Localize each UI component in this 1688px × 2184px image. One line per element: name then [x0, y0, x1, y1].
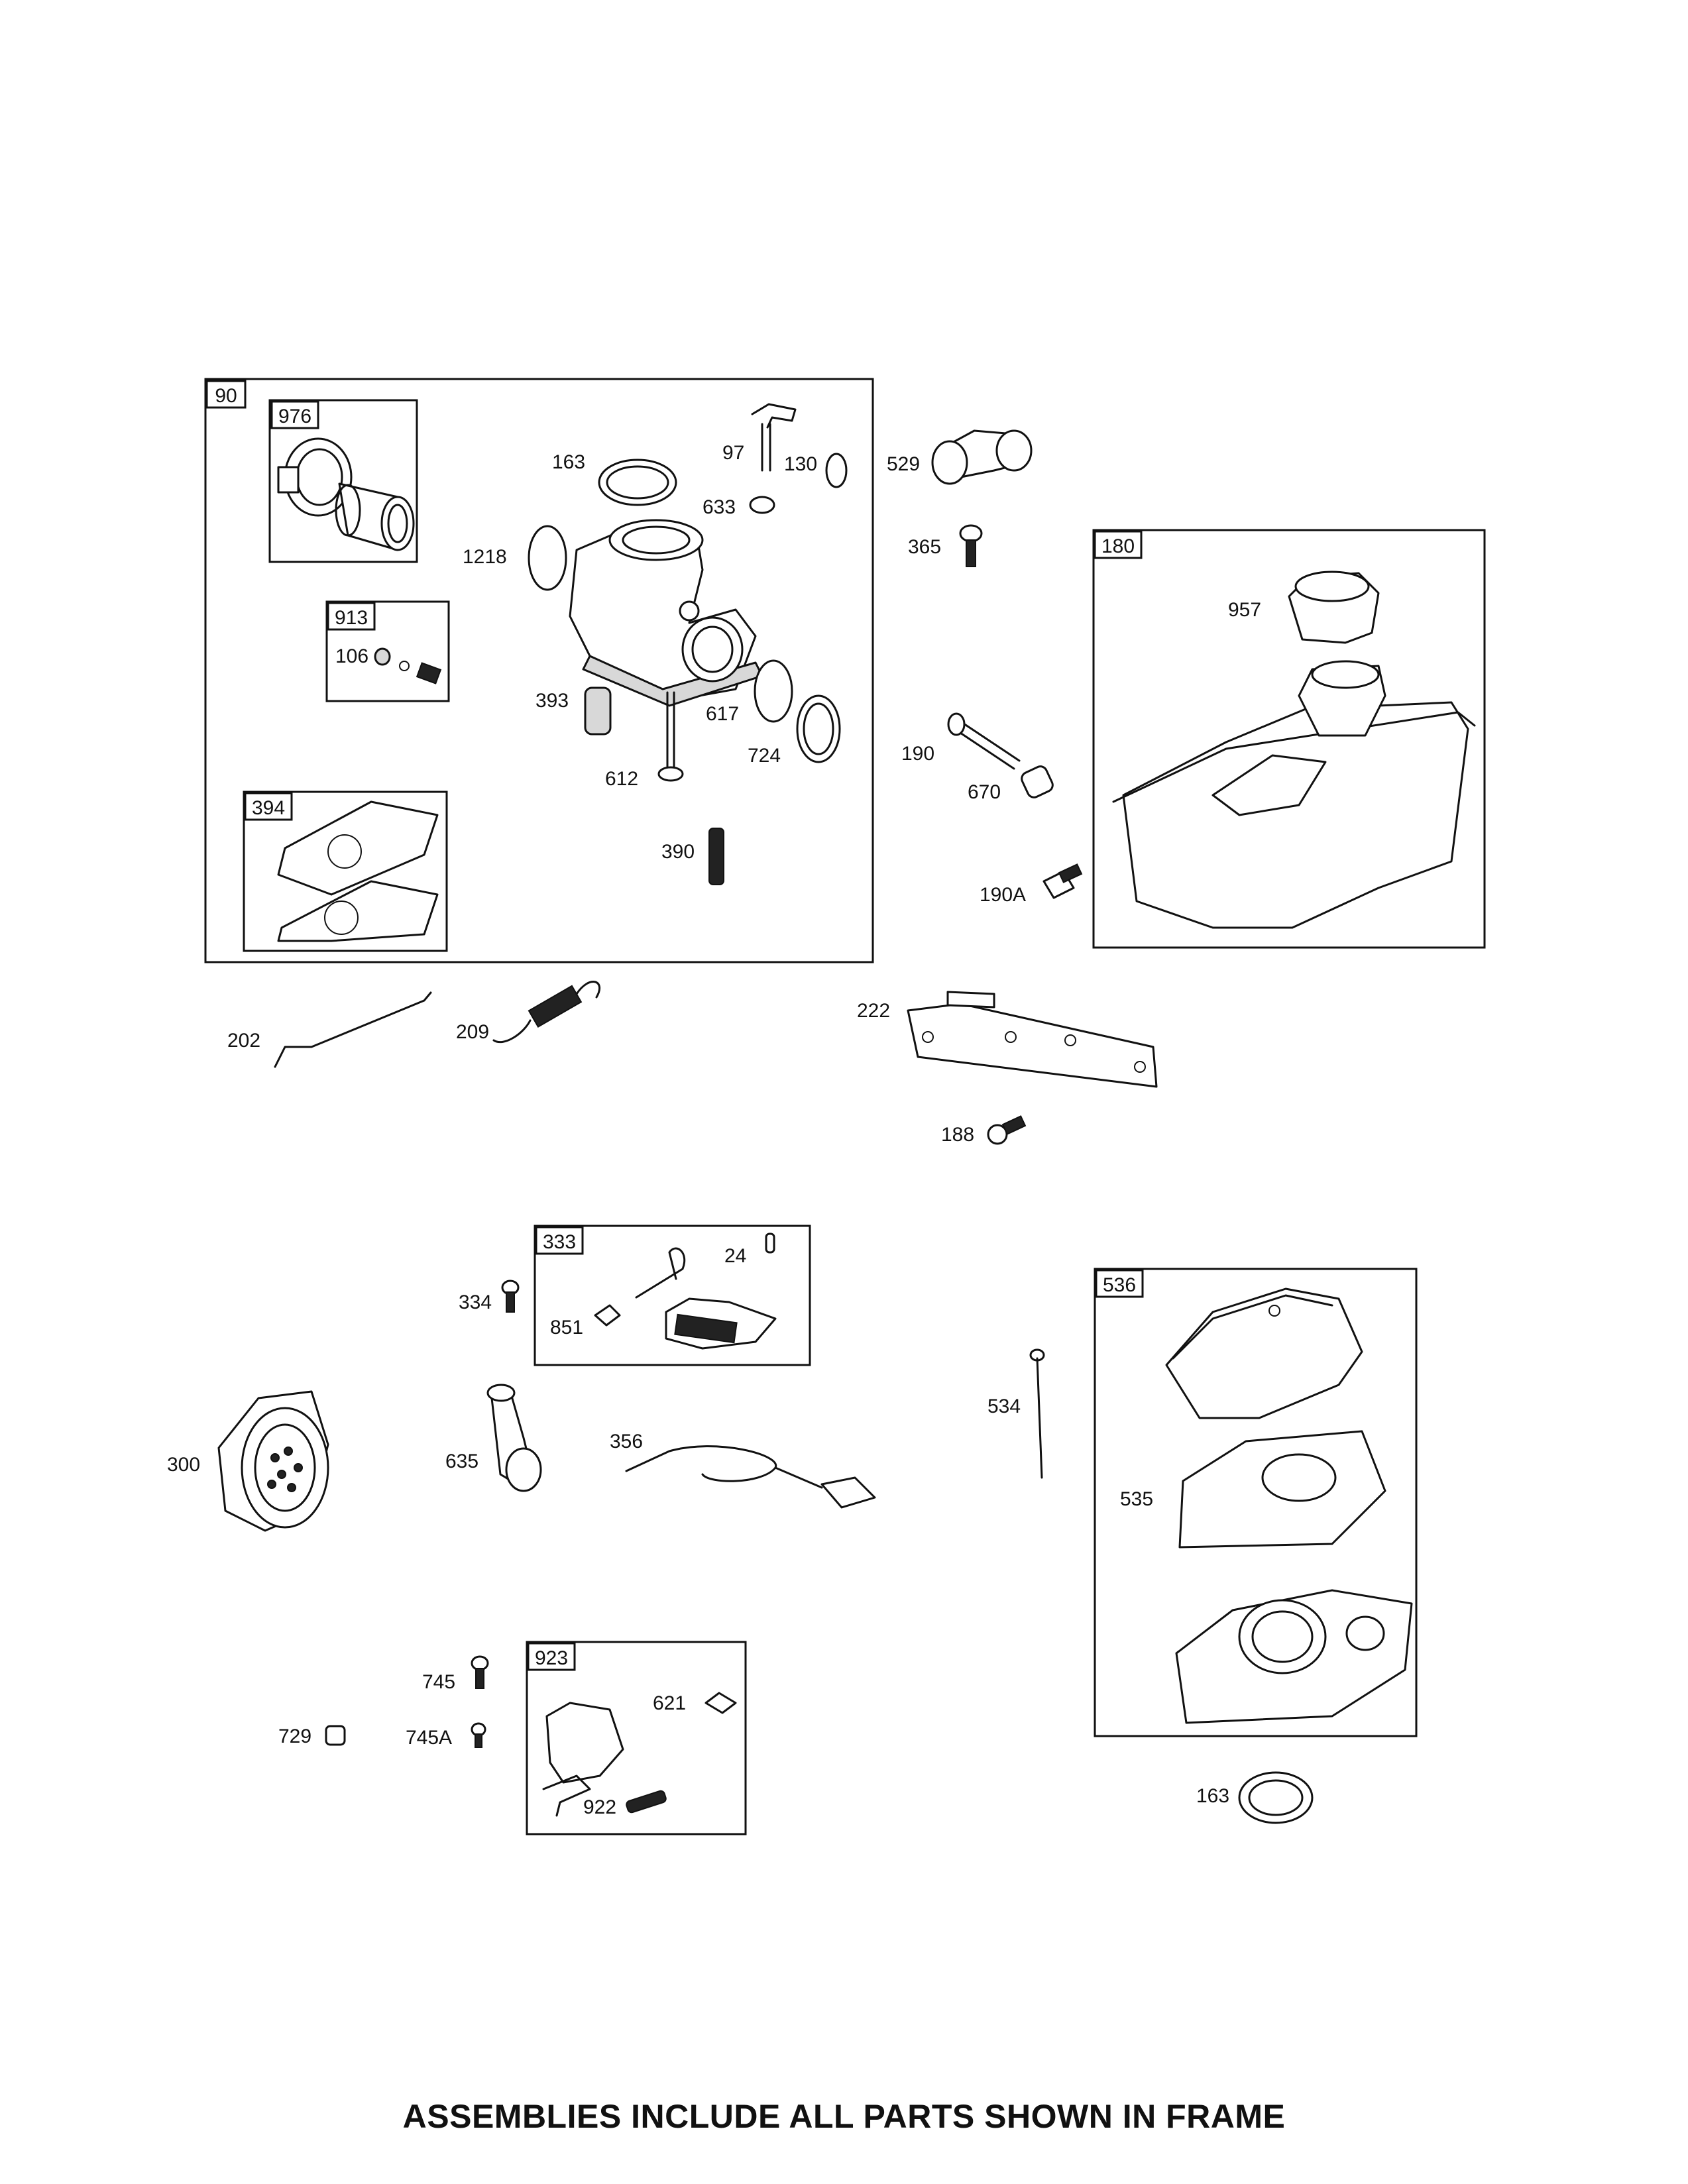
callout-529: 529	[887, 453, 920, 475]
plate-222: 222	[857, 991, 1158, 1088]
frame-394-tag: 394	[252, 797, 285, 819]
callout-300: 300	[167, 1454, 200, 1476]
elbow-635: 635	[445, 1384, 542, 1492]
callout-334: 334	[459, 1291, 492, 1313]
frame-976-tag: 976	[278, 406, 311, 427]
callout-535: 535	[1120, 1488, 1153, 1510]
spring-209: 209	[456, 981, 601, 1044]
callout-190A: 190A	[980, 884, 1026, 906]
frame-333-ignition-armature: 333 24 851	[534, 1225, 811, 1366]
screw-188: 188	[941, 1115, 1027, 1146]
callout-922: 922	[583, 1796, 616, 1818]
wire-356: 356	[610, 1431, 876, 1509]
callout-163-upper: 163	[552, 451, 585, 473]
frame-333-tag: 333	[543, 1231, 576, 1253]
callout-188: 188	[941, 1124, 974, 1146]
callout-24: 24	[724, 1245, 746, 1267]
callout-670: 670	[968, 781, 1001, 803]
carburetor-body: 163 97 130 633 1218 393 617 724 612 390	[463, 403, 848, 885]
callout-621: 621	[653, 1692, 686, 1714]
callout-190: 190	[901, 743, 934, 765]
callout-106: 106	[335, 645, 368, 667]
fasteners-745: 745 729 745A	[278, 1655, 489, 1749]
callout-729: 729	[278, 1725, 311, 1747]
fasteners-190: 190 670 190A	[901, 712, 1083, 906]
callout-1218: 1218	[463, 546, 507, 568]
callout-393: 393	[535, 690, 569, 712]
callout-745A: 745A	[406, 1727, 452, 1749]
callout-633: 633	[703, 496, 736, 518]
frame-976: 976	[268, 399, 418, 563]
frame-90-carburetor-assembly: 90	[204, 378, 874, 963]
frame-90-tag: 90	[215, 385, 237, 407]
callout-612: 612	[605, 768, 638, 790]
footer-note: ASSEMBLIES INCLUDE ALL PARTS SHOWN IN FR…	[402, 2098, 1286, 2135]
callout-617: 617	[706, 703, 739, 725]
screw-334: 334	[459, 1280, 520, 1313]
callout-163-lower: 163	[1196, 1785, 1229, 1807]
callout-97: 97	[722, 442, 744, 464]
callout-745: 745	[422, 1671, 455, 1693]
callout-851: 851	[550, 1317, 583, 1338]
callout-222: 222	[857, 1000, 890, 1022]
link-202: 202	[227, 991, 432, 1068]
frame-913-tag: 913	[335, 607, 368, 629]
callout-202: 202	[227, 1030, 260, 1052]
frame-180-fuel-tank-assembly: 180 957	[1092, 529, 1486, 949]
bolt-534: 534	[987, 1348, 1045, 1479]
callout-390: 390	[661, 841, 695, 863]
frame-913: 913 106	[325, 600, 450, 702]
callout-635: 635	[445, 1450, 478, 1472]
frame-923-tag: 923	[535, 1647, 568, 1669]
callout-209: 209	[456, 1021, 489, 1043]
frame-923-governor-control: 923 621 922	[526, 1641, 747, 1835]
callout-356: 356	[610, 1431, 643, 1452]
callout-130: 130	[784, 453, 817, 475]
callout-724: 724	[748, 745, 781, 767]
callout-957: 957	[1228, 599, 1261, 621]
frame-536-tag: 536	[1103, 1274, 1136, 1296]
screw-365: 365	[908, 524, 983, 567]
frame-394-gasket-kit: 394	[243, 791, 448, 952]
muffler-300: 300	[167, 1390, 329, 1532]
elbow-529: 529	[887, 429, 1033, 485]
callout-365: 365	[908, 536, 941, 558]
callout-534: 534	[987, 1395, 1021, 1417]
frame-180-tag: 180	[1101, 535, 1135, 557]
frame-536-air-cleaner: 536 535	[1094, 1268, 1418, 1737]
ring-163-lower: 163	[1196, 1771, 1314, 1824]
